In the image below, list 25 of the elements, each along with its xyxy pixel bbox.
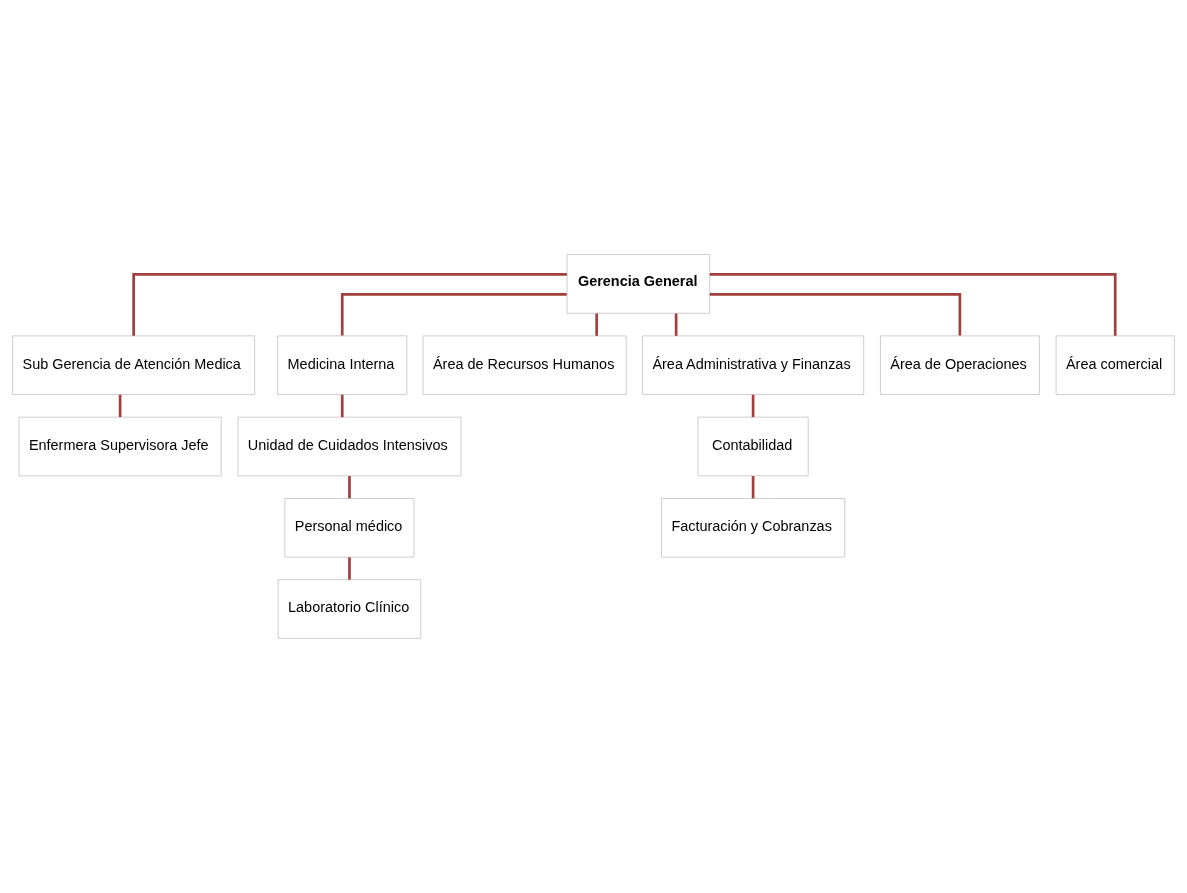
node-box: Facturación y Cobranzas bbox=[661, 497, 846, 558]
node-box: Unidad de Cuidados Intensivos bbox=[237, 416, 462, 477]
connector bbox=[751, 394, 755, 418]
connector bbox=[118, 394, 122, 418]
connector bbox=[348, 557, 351, 580]
node-box: Área Administrativa y Finanzas bbox=[642, 335, 865, 396]
node-box: Área comercial bbox=[1055, 335, 1175, 396]
node-box: Contabilidad bbox=[697, 416, 809, 477]
node-box: Personal médico bbox=[284, 497, 415, 558]
connector bbox=[709, 273, 1117, 336]
connector bbox=[340, 293, 567, 336]
node-box: Sub Gerencia de Atención Medica bbox=[12, 335, 256, 396]
connector bbox=[348, 476, 351, 499]
node-box: Laboratorio Clínico bbox=[277, 579, 422, 639]
node-box: Gerencia General bbox=[566, 254, 711, 314]
connector bbox=[751, 476, 755, 499]
node-box: Área de Operaciones bbox=[879, 335, 1040, 396]
connector bbox=[340, 394, 344, 418]
connector bbox=[132, 273, 567, 336]
connector bbox=[595, 313, 598, 336]
node-box: Área de Recursos Humanos bbox=[422, 335, 627, 396]
connector bbox=[674, 313, 678, 336]
node-box: Medicina Interna bbox=[277, 335, 408, 396]
connector bbox=[709, 293, 962, 336]
node-box: Enfermera Supervisora Jefe bbox=[18, 416, 222, 477]
